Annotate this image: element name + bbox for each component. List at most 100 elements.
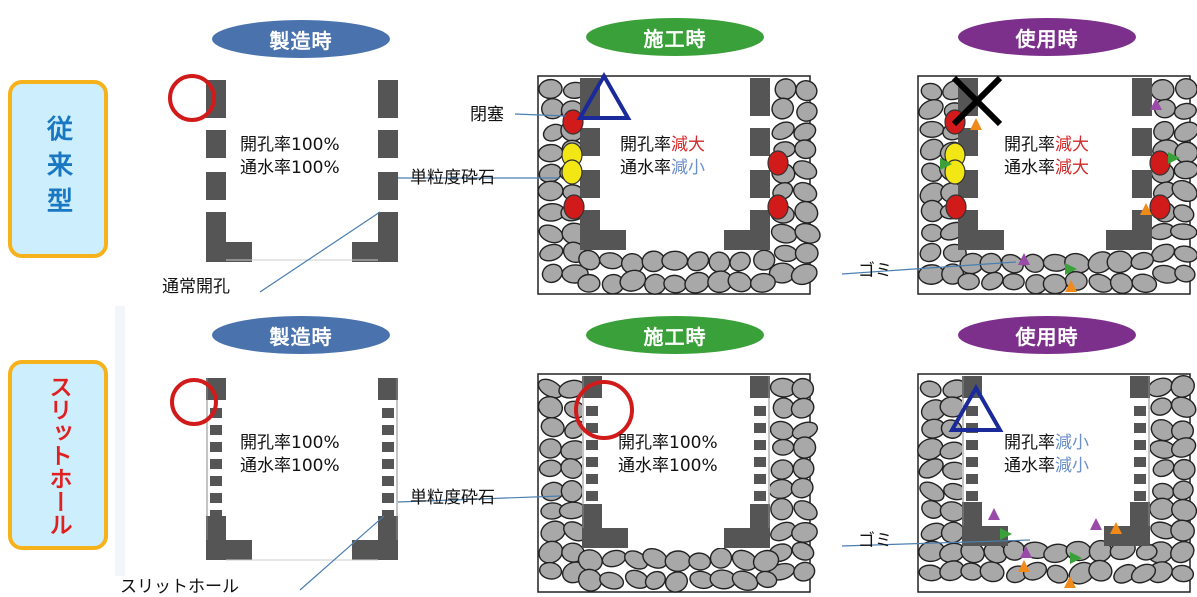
gravel-stone bbox=[792, 436, 817, 459]
gravel-stone bbox=[771, 97, 795, 120]
gravel-stone bbox=[770, 223, 798, 244]
gravel-stone bbox=[1152, 459, 1175, 478]
wall-bottom-right bbox=[352, 242, 398, 262]
debris-marker bbox=[1168, 152, 1180, 164]
row-label-slit-text: スリットホール bbox=[45, 374, 71, 536]
gravel-stone bbox=[792, 160, 818, 180]
clogging-particle bbox=[561, 159, 583, 185]
debris-marker bbox=[1000, 528, 1012, 540]
gravel-stone bbox=[794, 222, 821, 244]
gravel-stone bbox=[1172, 480, 1194, 501]
debris-marker bbox=[1110, 522, 1122, 534]
gravel-stone bbox=[1113, 563, 1137, 584]
debris-marker bbox=[1070, 552, 1082, 564]
slit-wall-segment bbox=[382, 459, 394, 469]
debris-marker bbox=[1020, 546, 1032, 558]
wall-segment bbox=[750, 128, 770, 156]
slit-wall-segment bbox=[382, 425, 394, 435]
wall-bottom-right bbox=[724, 230, 770, 250]
rate-prefix: 開孔率 bbox=[1004, 135, 1055, 155]
gravel-stone bbox=[624, 550, 649, 570]
phase-pill-use-top: 使用時 bbox=[958, 18, 1136, 56]
slit-wall-segment bbox=[210, 510, 222, 520]
wall-segment bbox=[580, 128, 600, 156]
slit-wall-segment bbox=[966, 457, 978, 467]
phase-pill-manufacture-top: 製造時 bbox=[212, 20, 390, 58]
gravel-stone bbox=[790, 263, 818, 286]
rate-accent: 減大 bbox=[1055, 158, 1089, 178]
gravel-stone bbox=[752, 549, 780, 573]
rate-accent: 減小 bbox=[1055, 433, 1089, 453]
callout-leader bbox=[259, 211, 381, 293]
callout-debris-bottom: ゴミ bbox=[858, 531, 892, 551]
gravel-stone bbox=[538, 561, 563, 580]
gravel-stone bbox=[1130, 251, 1154, 271]
gravel-stone bbox=[1170, 396, 1197, 418]
gravel-stone bbox=[539, 438, 562, 459]
gravel-stone bbox=[1130, 563, 1157, 584]
rate-prefix: 通水率 bbox=[620, 158, 671, 178]
gravel-stone bbox=[795, 80, 818, 102]
callout-leader bbox=[299, 515, 385, 591]
gravel-stone bbox=[1109, 272, 1134, 295]
gravel-stone bbox=[793, 561, 816, 582]
wall-bottom-right bbox=[724, 528, 770, 548]
slit-wall-segment bbox=[586, 406, 598, 416]
row-label-conventional-text: 従来型 bbox=[42, 115, 73, 223]
slit-wall-segment bbox=[382, 510, 394, 520]
gravel-stone bbox=[1149, 497, 1175, 520]
rate-water-ratio: 通水率減大 bbox=[1004, 157, 1089, 180]
slit-wall-segment bbox=[1134, 406, 1146, 416]
red-circle-marker bbox=[170, 378, 218, 426]
slit-wall-segment bbox=[586, 440, 598, 450]
pipe-interior bbox=[580, 78, 770, 250]
clogging-particle bbox=[562, 109, 584, 135]
gravel-stone bbox=[538, 224, 564, 244]
slit-wall-segment bbox=[586, 457, 598, 467]
wall-segment bbox=[206, 130, 226, 158]
slit-wall-segment bbox=[210, 442, 222, 452]
gravel-stone bbox=[1170, 374, 1195, 398]
callout-gravel-bottom: 単粒度砕石 bbox=[410, 488, 495, 508]
row-label-conventional: 従来型 bbox=[8, 80, 108, 258]
slit-wall-segment bbox=[210, 493, 222, 503]
gravel-stone bbox=[1171, 564, 1195, 583]
phase-pill-construction-top: 施工時 bbox=[586, 18, 764, 56]
debris-marker bbox=[940, 158, 952, 170]
slit-wall-segment bbox=[1134, 491, 1146, 501]
clogging-particle bbox=[767, 150, 789, 176]
slit-wall-segment bbox=[586, 423, 598, 433]
wall-bottom-left bbox=[582, 528, 628, 548]
row-label-slit: スリットホール bbox=[8, 360, 108, 550]
gravel-stone bbox=[919, 380, 942, 398]
gravel-stone bbox=[794, 242, 819, 264]
gravel-stone bbox=[1131, 273, 1158, 294]
gravel-stone bbox=[770, 521, 796, 542]
wall-bottom-left bbox=[206, 540, 252, 560]
gravel-stone bbox=[1042, 273, 1068, 295]
debris-marker bbox=[1018, 560, 1030, 572]
rate-water-ratio: 通水率100% bbox=[240, 456, 340, 476]
slit-wall-segment bbox=[754, 457, 766, 467]
clogging-particle bbox=[1149, 150, 1171, 176]
gravel-stone bbox=[537, 180, 564, 202]
gravel-stone bbox=[921, 162, 943, 182]
callout-leader bbox=[514, 113, 567, 117]
slit-wall-segment bbox=[966, 474, 978, 484]
wall-bottom-left bbox=[580, 230, 626, 250]
gravel-stone bbox=[772, 438, 795, 456]
gravel-stone bbox=[1173, 245, 1197, 263]
gravel-stone bbox=[729, 251, 751, 272]
wall-segment bbox=[206, 378, 226, 400]
rate-hole-ratio: 開孔率減小 bbox=[1004, 432, 1089, 455]
gravel-stone bbox=[538, 540, 564, 564]
gravel-stone bbox=[537, 143, 564, 163]
gravel-stone bbox=[918, 98, 944, 120]
pipe-interior bbox=[962, 376, 1150, 536]
gravel-stone bbox=[708, 251, 731, 273]
gravel-stone bbox=[1173, 121, 1197, 143]
gravel-stone bbox=[1170, 519, 1195, 542]
gravel-stone bbox=[1001, 253, 1024, 274]
slit-wall-segment bbox=[966, 491, 978, 501]
gravel-stone bbox=[1172, 458, 1196, 481]
